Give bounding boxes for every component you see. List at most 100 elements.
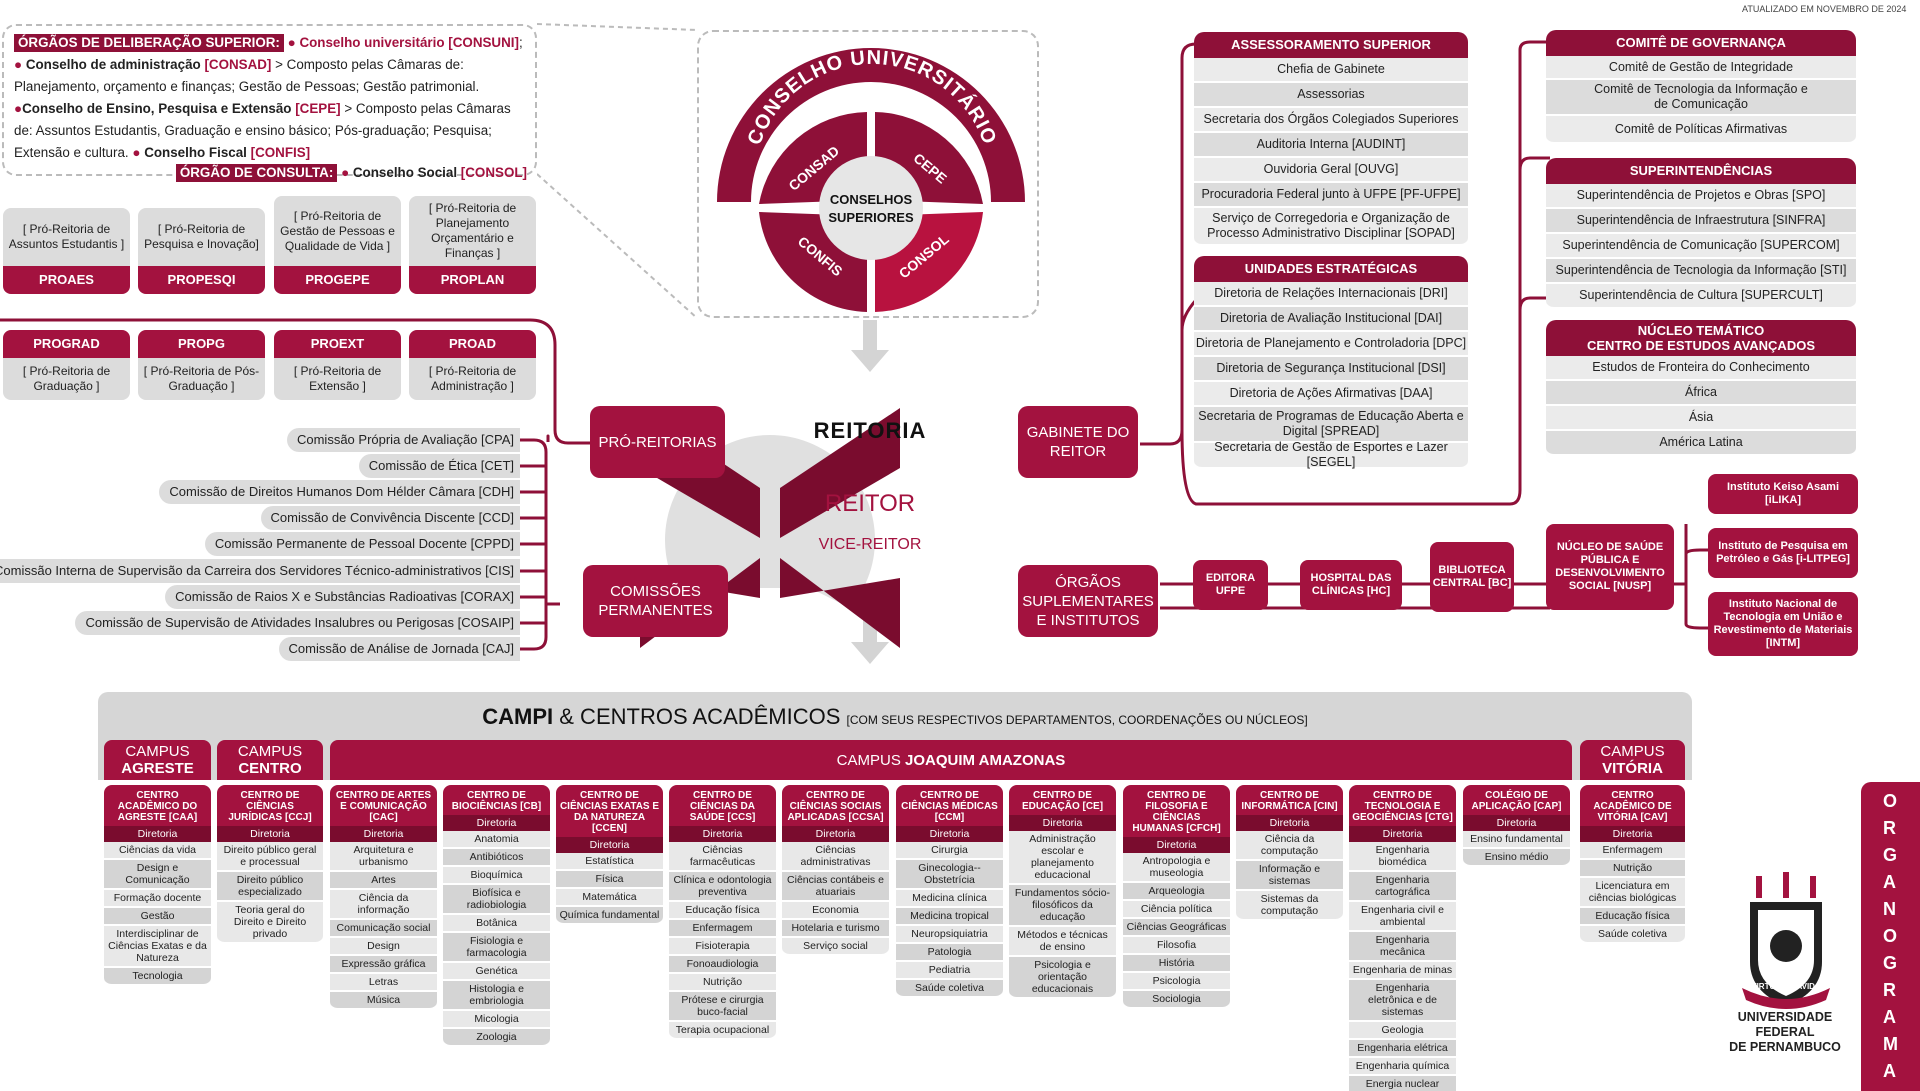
unidade-item[interactable]: Secretaria de Gestão de Esportes e Lazer… [1194, 440, 1468, 469]
pro-proplan[interactable]: [ Pró-Reitoria de Planejamento Orçamentá… [409, 196, 536, 294]
center-card[interactable]: CENTRO DE CIÊNCIAS EXATAS E DA NATUREZA … [556, 785, 663, 925]
center-department[interactable]: Saúde coletiva [1580, 926, 1685, 944]
center-department[interactable]: Ensino médio [1463, 849, 1570, 867]
commission-cppd[interactable]: Comissão Permanente de Pessoal Docente [… [204, 532, 520, 556]
center-diretoria[interactable]: Diretoria [1580, 826, 1685, 842]
commission-ccd[interactable]: Comissão de Convivência Discente [CCD] [260, 506, 520, 530]
center-department[interactable]: Fonoaudiologia [669, 956, 776, 974]
unidade-item[interactable]: Diretoria de Ações Afirmativas [DAA] [1194, 382, 1468, 407]
gabinete-node[interactable]: GABINETE DO REITOR [1018, 406, 1138, 478]
center-department[interactable]: Engenharia química [1349, 1058, 1456, 1076]
center-department[interactable]: Sociologia [1123, 991, 1230, 1009]
intm-node[interactable]: Instituto Nacional de Tecnologia em Uniã… [1708, 592, 1858, 656]
center-diretoria[interactable]: Diretoria [1463, 815, 1570, 831]
nucleo-item[interactable]: Estudos de Fronteira do Conhecimento [1546, 356, 1856, 381]
super-item[interactable]: Superintendência de Projetos e Obras [SP… [1546, 184, 1856, 209]
vice-reitor-label[interactable]: VICE-REITOR [818, 536, 922, 553]
center-department[interactable]: Comunicação social [330, 920, 437, 938]
assess-item[interactable]: Chefia de Gabinete [1194, 58, 1468, 83]
commission-cet[interactable]: Comissão de Ética [CET] [358, 454, 520, 478]
nucleo-item[interactable]: Ásia [1546, 406, 1856, 431]
center-card[interactable]: CENTRO ACADÊMICO DO AGRESTE [CAA]Diretor… [104, 785, 211, 986]
center-department[interactable]: Ensino fundamental [1463, 831, 1570, 849]
center-diretoria[interactable]: Diretoria [669, 826, 776, 842]
center-department[interactable]: Engenharia cartográfica [1349, 872, 1456, 902]
center-department[interactable]: Enfermagem [1580, 842, 1685, 860]
center-department[interactable]: Cirurgia [896, 842, 1003, 860]
assess-item[interactable]: Procuradoria Federal junto à UFPE [PF-UF… [1194, 183, 1468, 208]
center-department[interactable]: Licenciatura em ciências biológicas [1580, 878, 1685, 908]
center-department[interactable]: Nutrição [1580, 860, 1685, 878]
commission-caj[interactable]: Comissão de Análise de Jornada [CAJ] [278, 637, 520, 661]
center-department[interactable]: Energia nuclear [1349, 1076, 1456, 1091]
editora-node[interactable]: EDITORA UFPE [1193, 560, 1268, 610]
center-department[interactable]: Patologia [896, 944, 1003, 962]
center-department[interactable]: Administração escolar e planejamento edu… [1009, 831, 1116, 885]
center-department[interactable]: Gestão [104, 908, 211, 926]
center-department[interactable]: Arquitetura e urbanismo [330, 842, 437, 872]
super-item[interactable]: Superintendência de Cultura [SUPERCULT] [1546, 284, 1856, 309]
center-diretoria[interactable]: Diretoria [104, 826, 211, 842]
center-diretoria[interactable]: Diretoria [217, 826, 323, 842]
assess-item[interactable]: Assessorias [1194, 83, 1468, 108]
center-department[interactable]: Antropologia e museologia [1123, 853, 1230, 883]
assess-item[interactable]: Ouvidoria Geral [OUVG] [1194, 158, 1468, 183]
reitor-label[interactable]: REITOR [824, 490, 916, 517]
center-department[interactable]: Economia [782, 902, 889, 920]
center-department[interactable]: Música [330, 992, 437, 1010]
center-department[interactable]: Geologia [1349, 1022, 1456, 1040]
center-department[interactable]: Sistemas da computação [1236, 891, 1343, 921]
center-department[interactable]: Estatística [556, 853, 663, 871]
center-department[interactable]: Filosofia [1123, 937, 1230, 955]
center-department[interactable]: Engenharia civil e ambiental [1349, 902, 1456, 932]
center-department[interactable]: Expressão gráfica [330, 956, 437, 974]
center-department[interactable]: Ginecologia--Obstetrícia [896, 860, 1003, 890]
center-department[interactable]: Matemática [556, 889, 663, 907]
orgaos-node[interactable]: ÓRGÃOS SUPLEMENTARES E INSTITUTOS [1018, 565, 1158, 637]
center-department[interactable]: Medicina tropical [896, 908, 1003, 926]
center-department[interactable]: Terapia ocupacional [669, 1022, 776, 1040]
center-diretoria[interactable]: Diretoria [1349, 826, 1456, 842]
center-department[interactable]: Física [556, 871, 663, 889]
center-department[interactable]: Serviço social [782, 938, 889, 956]
center-department[interactable]: Engenharia elétrica [1349, 1040, 1456, 1058]
commission-cis[interactable]: Comissão Interna de Supervisão da Carrei… [0, 559, 520, 583]
center-department[interactable]: Micologia [443, 1011, 550, 1029]
center-department[interactable]: Tecnologia [104, 968, 211, 986]
pro-proad[interactable]: PROAD [ Pró-Reitoria de Administração ] [409, 330, 536, 400]
center-department[interactable]: Artes [330, 872, 437, 890]
center-department[interactable]: Fisiologia e farmacologia [443, 933, 550, 963]
nusp-node[interactable]: NÚCLEO DE SAÚDE PÚBLICA E DESENVOLVIMENT… [1546, 524, 1674, 610]
governanca-item[interactable]: Comitê de Políticas Afirmativas [1546, 116, 1856, 144]
center-card[interactable]: CENTRO DE TECNOLOGIA E GEOCIÊNCIAS [CTG]… [1349, 785, 1456, 1091]
center-card[interactable]: CENTRO DE CIÊNCIAS SOCIAIS APLICADAS [CC… [782, 785, 889, 956]
pro-progepe[interactable]: [ Pró-Reitoria de Gestão de Pessoas e Qu… [274, 196, 401, 294]
center-department[interactable]: Psicologia [1123, 973, 1230, 991]
center-card[interactable]: CENTRO DE ARTES E COMUNICAÇÃO [CAC]Diret… [330, 785, 437, 1010]
nucleo-item[interactable]: África [1546, 381, 1856, 406]
center-department[interactable]: Genética [443, 963, 550, 981]
center-department[interactable]: Fundamentos sócio-filosóficos da educaçã… [1009, 885, 1116, 927]
center-department[interactable]: Botânica [443, 915, 550, 933]
unidade-item[interactable]: Diretoria de Segurança Institucional [DS… [1194, 357, 1468, 382]
campus-vitoria[interactable]: CAMPUS VITÓRIA [1580, 740, 1685, 780]
center-department[interactable]: Ciências da vida [104, 842, 211, 860]
center-department[interactable]: Hotelaria e turismo [782, 920, 889, 938]
center-card[interactable]: CENTRO DE CIÊNCIAS JURÍDICAS [CCJ]Direto… [217, 785, 323, 944]
center-department[interactable]: Bioquímica [443, 867, 550, 885]
center-department[interactable]: Pediatria [896, 962, 1003, 980]
center-department[interactable]: Fisioterapia [669, 938, 776, 956]
center-department[interactable]: História [1123, 955, 1230, 973]
center-department[interactable]: Métodos e técnicas de ensino [1009, 927, 1116, 957]
center-department[interactable]: Neuropsiquiatria [896, 926, 1003, 944]
center-diretoria[interactable]: Diretoria [556, 837, 663, 853]
campus-centro[interactable]: CAMPUS CENTRO [217, 740, 323, 780]
center-department[interactable]: Nutrição [669, 974, 776, 992]
pro-propg[interactable]: PROPG [ Pró-Reitoria de Pós-Graduação ] [138, 330, 265, 400]
nucleo-item[interactable]: América Latina [1546, 431, 1856, 456]
center-department[interactable]: Teoria geral do Direito e Direito privad… [217, 902, 323, 944]
pro-proext[interactable]: PROEXT [ Pró-Reitoria de Extensão ] [274, 330, 401, 400]
center-department[interactable]: Educação física [1580, 908, 1685, 926]
unidade-item[interactable]: Diretoria de Avaliação Institucional [DA… [1194, 307, 1468, 332]
